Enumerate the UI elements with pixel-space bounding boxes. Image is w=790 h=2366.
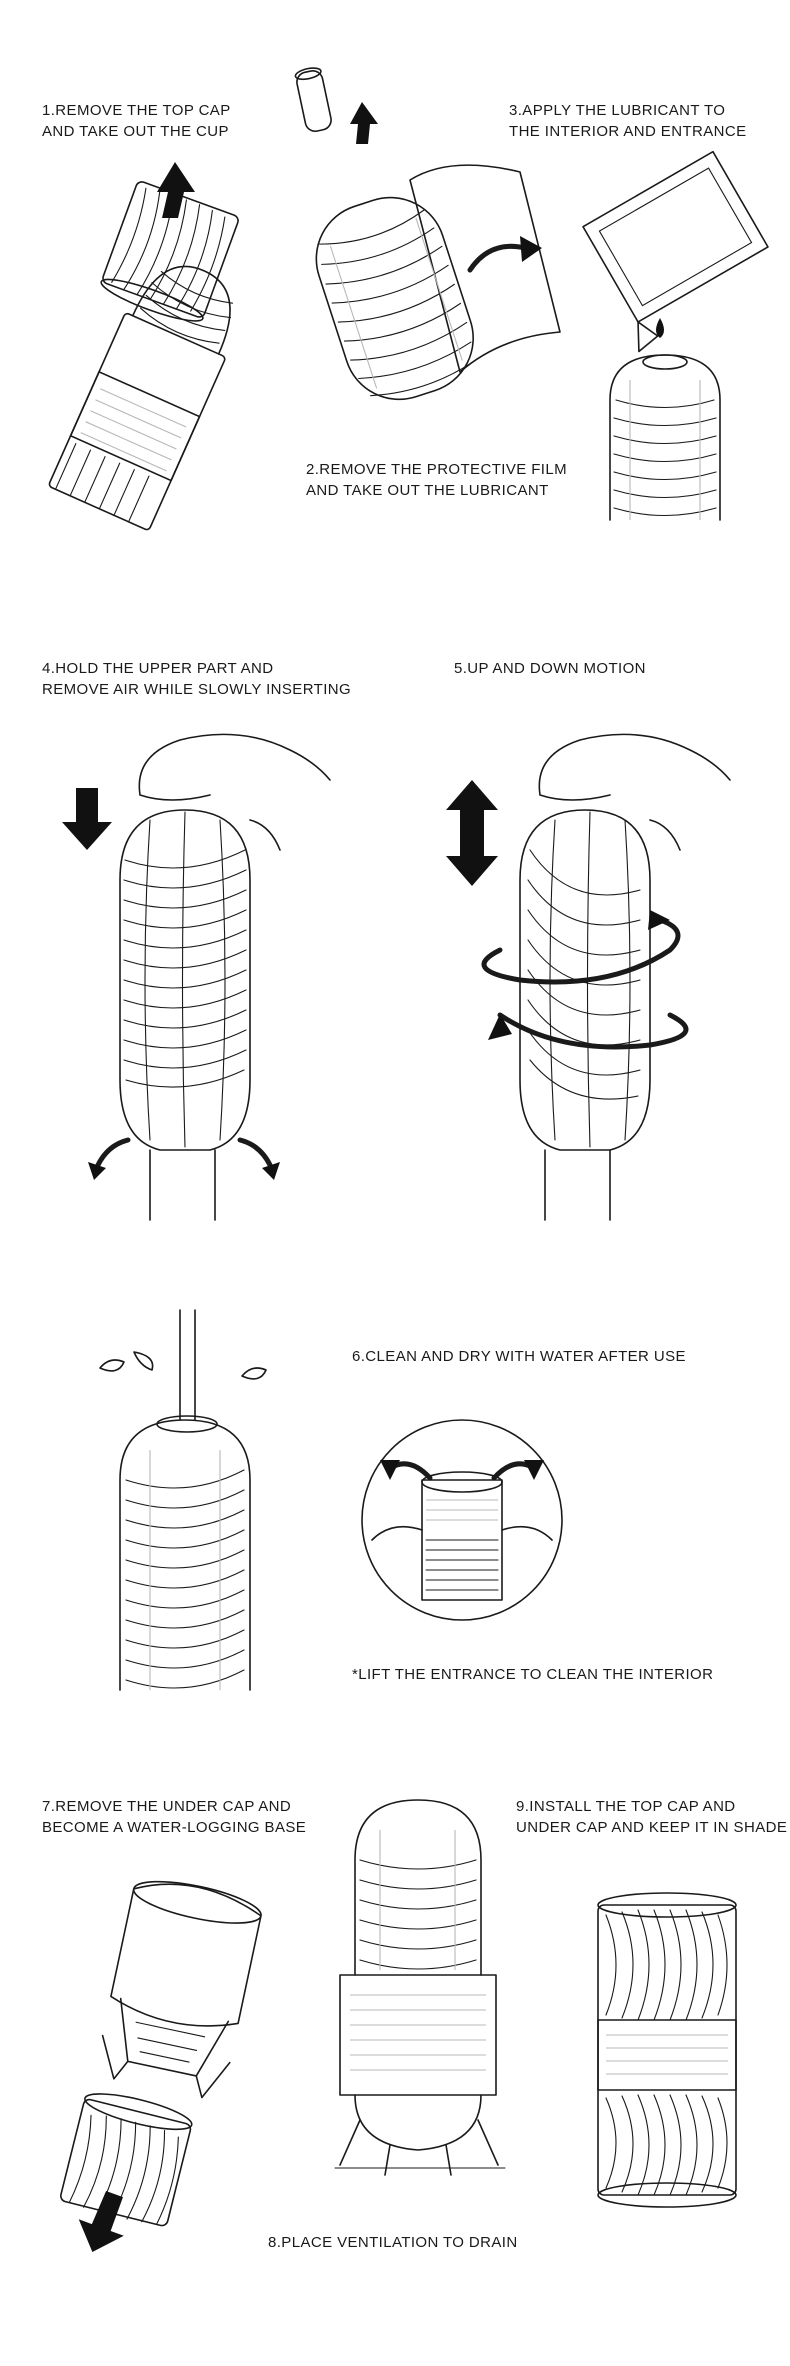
step-1-label: 1.REMOVE THE TOP CAP AND TAKE OUT THE CU…: [42, 100, 231, 142]
step-1-line-2: AND TAKE OUT THE CUP: [42, 123, 229, 140]
water-drop-icon: [99, 1359, 125, 1372]
step-9-illustration: [597, 1892, 737, 2208]
drop-icon: [656, 318, 664, 338]
water-drop-icon: [133, 1351, 154, 1371]
lift-arrow-left-icon: [380, 1460, 400, 1480]
arrow-up-icon: [350, 102, 378, 144]
step-6-illustration: [99, 1309, 563, 1691]
step-4-line-1: 4.HOLD THE UPPER PART AND: [42, 660, 274, 677]
step-7-label: 7.REMOVE THE UNDER CAP AND BECOME A WATE…: [42, 1796, 306, 1838]
curved-arrow-icon: [520, 236, 542, 262]
lubricant-sachet-icon: [582, 150, 769, 353]
step-5-label: 5.UP AND DOWN MOTION: [454, 658, 646, 679]
step-8-illustration: [334, 1799, 506, 2176]
step-6-note: *LIFT THE ENTRANCE TO CLEAN THE INTERIOR: [352, 1664, 713, 1685]
step-9-line-2: UNDER CAP AND KEEP IT IN SHADE: [516, 1819, 788, 1836]
arrow-out-left-icon: [88, 1162, 106, 1180]
step-7-illustration: [60, 1880, 262, 2252]
water-drop-icon: [241, 1367, 267, 1380]
step-8-label: 8.PLACE VENTILATION TO DRAIN: [268, 2232, 518, 2253]
step-4-line-2: REMOVE AIR WHILE SLOWLY INSERTING: [42, 681, 352, 698]
step-5-line-1: 5.UP AND DOWN MOTION: [454, 660, 646, 677]
step-7-line-1: 7.REMOVE THE UNDER CAP AND: [42, 1798, 292, 1815]
step-8-line-1: 8.PLACE VENTILATION TO DRAIN: [268, 2234, 518, 2251]
rotate-arrow-icon: [488, 1014, 512, 1040]
step-1-line-1: 1.REMOVE THE TOP CAP: [42, 102, 231, 119]
step-3-line-2: THE INTERIOR AND ENTRANCE: [509, 123, 747, 140]
step-5-illustration: [446, 733, 731, 1221]
step-4-illustration: [62, 733, 331, 1221]
arrow-up-icon: [157, 162, 195, 218]
step-2-line-2: AND TAKE OUT THE LUBRICANT: [306, 482, 549, 499]
arrow-down-icon: [78, 2190, 124, 2252]
step-6-line-1: 6.CLEAN AND DRY WITH WATER AFTER USE: [352, 1348, 686, 1365]
step-2-line-1: 2.REMOVE THE PROTECTIVE FILM: [306, 461, 567, 478]
step-4-label: 4.HOLD THE UPPER PART AND REMOVE AIR WHI…: [42, 658, 351, 700]
arrow-out-right-icon: [262, 1162, 280, 1180]
step-6-note-text: *LIFT THE ENTRANCE TO CLEAN THE INTERIOR: [352, 1666, 714, 1683]
step-1-illustration: [48, 162, 239, 531]
lift-arrow-right-icon: [524, 1460, 544, 1480]
step-9-line-1: 9.INSTALL THE TOP CAP AND: [516, 1798, 736, 1815]
lubricant-tube-icon: [294, 67, 332, 133]
step-9-label: 9.INSTALL THE TOP CAP AND UNDER CAP AND …: [516, 1796, 787, 1838]
arrow-down-icon: [62, 788, 112, 850]
step-3-label: 3.APPLY THE LUBRICANT TO THE INTERIOR AN…: [509, 100, 747, 142]
step-7-line-2: BECOME A WATER-LOGGING BASE: [42, 1819, 307, 1836]
rotate-arrow-icon: [648, 910, 670, 930]
step-3-line-1: 3.APPLY THE LUBRICANT TO: [509, 102, 726, 119]
step-2-illustration: [294, 67, 561, 401]
arrow-up-down-icon: [446, 780, 498, 886]
detail-circle: [361, 1419, 563, 1621]
step-2-label: 2.REMOVE THE PROTECTIVE FILM AND TAKE OU…: [306, 459, 567, 501]
step-3-illustration: [582, 150, 769, 521]
step-6-label: 6.CLEAN AND DRY WITH WATER AFTER USE: [352, 1346, 686, 1367]
